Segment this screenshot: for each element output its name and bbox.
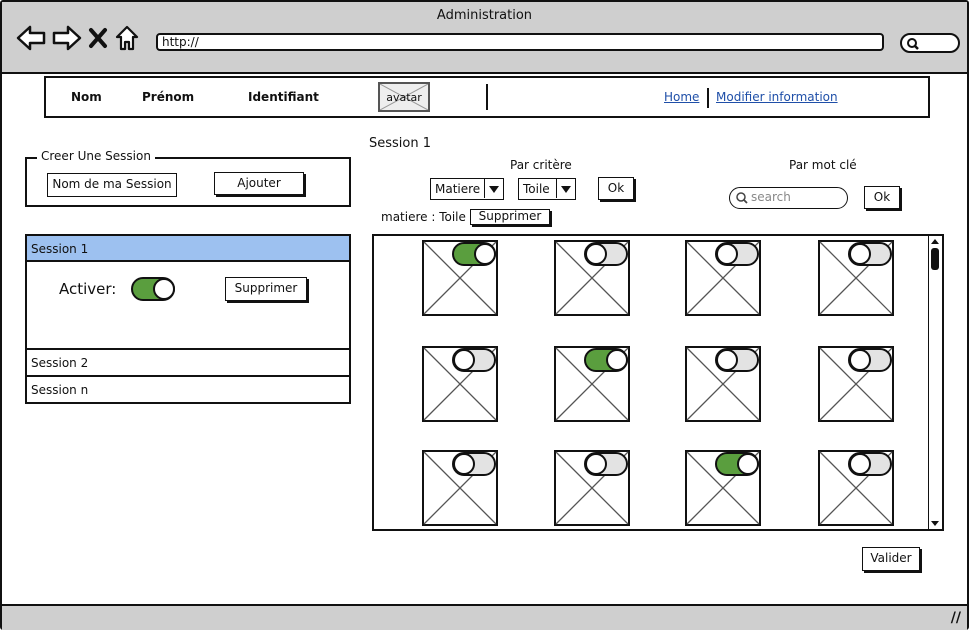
image-card[interactable] bbox=[422, 450, 498, 526]
session-item-2[interactable]: Session 2 bbox=[27, 348, 349, 374]
field-prenom: Prénom bbox=[142, 90, 195, 104]
toggle-knob bbox=[849, 453, 871, 475]
toggle-knob bbox=[716, 243, 738, 265]
image-card[interactable] bbox=[422, 240, 498, 316]
image-card[interactable] bbox=[685, 450, 761, 526]
image-toggle[interactable] bbox=[848, 452, 892, 476]
scrollbar[interactable] bbox=[928, 236, 942, 529]
toile-select[interactable]: Toile bbox=[518, 178, 576, 200]
image-card[interactable] bbox=[422, 346, 498, 422]
session-list: Session 1 Activer: Supprimer Session 2 S… bbox=[25, 234, 351, 404]
image-toggle[interactable] bbox=[715, 242, 759, 266]
image-gallery bbox=[372, 234, 944, 531]
criteria-label: Par critère bbox=[510, 158, 572, 172]
toggle-knob bbox=[606, 349, 628, 371]
keyword-ok-button[interactable]: Ok bbox=[864, 186, 900, 209]
search-icon bbox=[736, 192, 748, 204]
image-card[interactable] bbox=[818, 240, 894, 316]
avatar: avatar bbox=[378, 82, 430, 112]
session-title: Session 1 bbox=[369, 136, 432, 151]
toggle-knob bbox=[474, 243, 496, 265]
link-separator bbox=[707, 88, 709, 108]
status-bar: // bbox=[2, 604, 967, 630]
image-toggle[interactable] bbox=[452, 348, 496, 372]
toggle-knob bbox=[849, 243, 871, 265]
field-nom: Nom bbox=[71, 90, 102, 104]
chevron-down-icon bbox=[556, 179, 575, 198]
toile-select-value: Toile bbox=[523, 182, 550, 196]
create-session-panel: Creer Une Session Nom de ma Session Ajou… bbox=[25, 149, 351, 207]
keyword-label: Par mot clé bbox=[789, 158, 857, 172]
back-arrow-icon[interactable] bbox=[16, 24, 46, 52]
toggle-knob bbox=[585, 243, 607, 265]
activate-toggle[interactable] bbox=[131, 277, 175, 301]
resize-grip-icon[interactable]: // bbox=[950, 610, 961, 626]
close-icon[interactable] bbox=[88, 26, 108, 50]
nav-controls bbox=[16, 22, 140, 54]
session-item-1[interactable]: Session 1 bbox=[27, 236, 349, 262]
browser-search[interactable] bbox=[900, 33, 960, 53]
add-session-button[interactable]: Ajouter bbox=[214, 172, 304, 195]
search-icon bbox=[907, 38, 919, 50]
chevron-down-icon bbox=[484, 179, 503, 198]
window-title: Administration bbox=[436, 8, 533, 23]
remove-filter-button[interactable]: Supprimer bbox=[470, 209, 550, 225]
image-toggle[interactable] bbox=[715, 452, 759, 476]
delete-session-button[interactable]: Supprimer bbox=[225, 277, 307, 301]
title-bar: Administration http:// bbox=[2, 2, 967, 74]
matiere-select-value: Matiere bbox=[435, 182, 481, 196]
field-identifiant: Identifiant bbox=[248, 90, 319, 104]
toggle-knob bbox=[453, 453, 475, 475]
image-card[interactable] bbox=[685, 346, 761, 422]
criteria-ok-button[interactable]: Ok bbox=[598, 177, 634, 200]
keyword-search-input[interactable]: search bbox=[729, 187, 848, 209]
home-icon[interactable] bbox=[114, 24, 140, 52]
image-toggle[interactable] bbox=[584, 242, 628, 266]
home-link[interactable]: Home bbox=[664, 90, 700, 104]
toggle-knob bbox=[153, 278, 175, 300]
image-toggle[interactable] bbox=[584, 348, 628, 372]
image-toggle[interactable] bbox=[848, 242, 892, 266]
matiere-select[interactable]: Matiere bbox=[430, 178, 504, 200]
search-placeholder: search bbox=[751, 190, 791, 204]
session-name-input[interactable]: Nom de ma Session bbox=[47, 173, 177, 197]
toggle-knob bbox=[849, 349, 871, 371]
active-filter-text: matiere : Toile bbox=[381, 210, 466, 224]
image-toggle[interactable] bbox=[452, 452, 496, 476]
toggle-knob bbox=[453, 349, 475, 371]
image-card[interactable] bbox=[685, 240, 761, 316]
modify-info-link[interactable]: Modifier information bbox=[716, 90, 838, 104]
url-bar[interactable]: http:// bbox=[156, 33, 884, 51]
forward-arrow-icon[interactable] bbox=[52, 24, 82, 52]
image-card[interactable] bbox=[554, 450, 630, 526]
validate-button[interactable]: Valider bbox=[862, 547, 920, 571]
user-header: Nom Prénom Identifiant avatar Home Modif… bbox=[44, 76, 930, 118]
activate-label: Activer: bbox=[59, 280, 117, 298]
create-session-legend: Creer Une Session bbox=[37, 149, 155, 163]
image-placeholder-icon bbox=[554, 240, 630, 316]
image-toggle[interactable] bbox=[452, 242, 496, 266]
image-card[interactable] bbox=[554, 346, 630, 422]
session-item-n[interactable]: Session n bbox=[27, 375, 349, 402]
image-card[interactable] bbox=[818, 346, 894, 422]
image-card[interactable] bbox=[818, 450, 894, 526]
toggle-knob bbox=[737, 453, 759, 475]
image-toggle[interactable] bbox=[848, 348, 892, 372]
avatar-label: avatar bbox=[386, 91, 422, 104]
image-toggle[interactable] bbox=[715, 348, 759, 372]
image-card[interactable] bbox=[554, 240, 630, 316]
toggle-knob bbox=[716, 349, 738, 371]
image-toggle[interactable] bbox=[584, 452, 628, 476]
toggle-knob bbox=[585, 453, 607, 475]
divider bbox=[486, 84, 488, 110]
